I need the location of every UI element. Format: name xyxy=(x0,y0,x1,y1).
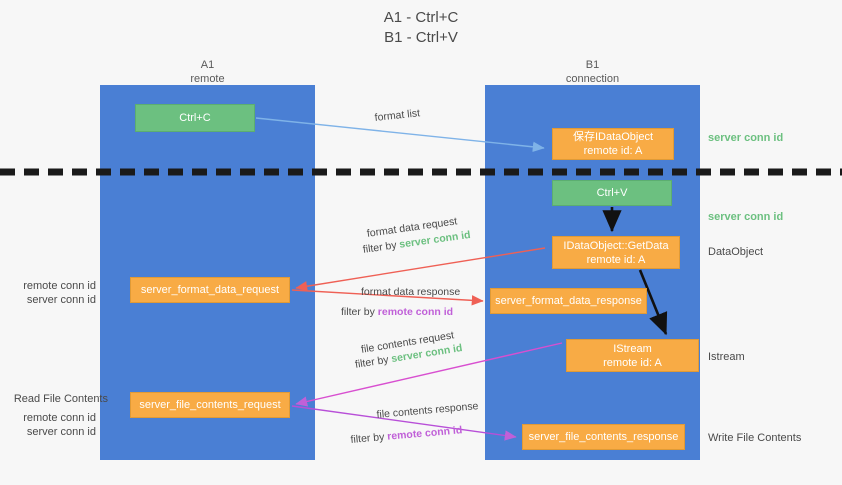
node-server-file-contents-request-label: server_file_contents_request xyxy=(139,399,281,411)
arrow-label-format-list: format list xyxy=(374,107,421,124)
node-ctrl-c-label: Ctrl+C xyxy=(179,112,211,124)
label-server-conn-id-mid: server conn id xyxy=(708,211,784,223)
filter-prefix-2: filter by xyxy=(341,306,378,318)
node-idataobject-getdata[interactable]: IDataObject::GetData remote id: A xyxy=(552,236,680,269)
column-header-b1: B1 connection xyxy=(485,58,700,86)
node-server-format-data-request[interactable]: server_format_data_request xyxy=(130,277,290,303)
column-b1-name: B1 xyxy=(585,59,600,71)
filter-value-4: remote conn id xyxy=(386,424,463,443)
node-server-file-contents-response-label: server_file_contents_response xyxy=(528,431,679,443)
node-save-idataobject-title: 保存IDataObject xyxy=(572,131,654,143)
node-ctrl-c[interactable]: Ctrl+C xyxy=(135,104,255,132)
column-b1-role: connection xyxy=(565,73,620,85)
label-server-conn-id-1: server conn id xyxy=(26,294,96,306)
node-save-idataobject[interactable]: 保存IDataObject remote id: A xyxy=(552,128,674,160)
column-header-a1: A1 remote xyxy=(100,58,315,86)
label-write-file-contents: Write File Contents xyxy=(708,432,802,444)
label-remote-conn-id-2: remote conn id xyxy=(23,412,96,424)
node-getdata-title: IDataObject::GetData xyxy=(563,239,669,252)
node-istream-title: IStream xyxy=(613,342,652,355)
node-server-file-contents-response[interactable]: server_file_contents_response xyxy=(522,424,685,450)
title-line-2: B1 - Ctrl+V xyxy=(384,29,458,46)
label-server-conn-id-top: server conn id xyxy=(708,132,784,144)
arrow-label-file-contents-response: file contents response xyxy=(376,400,479,421)
node-save-idataobject-subtitle: remote id: A xyxy=(583,145,643,157)
label-istream: Istream xyxy=(708,351,745,363)
node-istream[interactable]: IStream remote id: A xyxy=(566,339,699,372)
node-server-file-contents-request[interactable]: server_file_contents_request xyxy=(130,392,290,418)
node-server-format-data-request-label: server_format_data_request xyxy=(140,284,280,296)
label-remote-conn-id-1: remote conn id xyxy=(23,280,96,292)
node-ctrl-v-label: Ctrl+V xyxy=(596,187,628,199)
column-a1-role: remote xyxy=(190,73,225,85)
label-server-conn-id-2: server conn id xyxy=(26,426,96,438)
filter-prefix-4: filter by xyxy=(350,430,388,446)
label-left-conn-ids-bottom: remote conn id server conn id xyxy=(8,411,96,439)
column-a1-name: A1 xyxy=(200,59,215,71)
arrow-label-format-data-response-filter: filter by remote conn id xyxy=(341,305,453,320)
node-ctrl-v[interactable]: Ctrl+V xyxy=(552,180,672,206)
arrow-label-format-data-response: format data response xyxy=(361,286,461,298)
arrow-label-file-contents-response-filter: filter by remote conn id xyxy=(350,423,463,448)
node-server-format-data-response[interactable]: server_format_data_response xyxy=(490,288,647,314)
node-istream-subtitle: remote id: A xyxy=(603,356,662,369)
label-left-conn-ids-top: remote conn id server conn id xyxy=(8,279,96,307)
page-title: A1 - Ctrl+C B1 - Ctrl+V xyxy=(0,8,842,48)
filter-prefix-1: filter by xyxy=(362,238,401,256)
label-dataobject: DataObject xyxy=(708,246,764,258)
label-read-file-contents: Read File Contents xyxy=(13,393,108,405)
filter-prefix-3: filter by xyxy=(354,353,393,371)
title-line-1: A1 - Ctrl+C xyxy=(383,9,459,26)
filter-value-2: remote conn id xyxy=(377,306,454,318)
node-getdata-subtitle: remote id: A xyxy=(586,253,646,266)
node-server-format-data-response-label: server_format_data_response xyxy=(495,295,642,307)
